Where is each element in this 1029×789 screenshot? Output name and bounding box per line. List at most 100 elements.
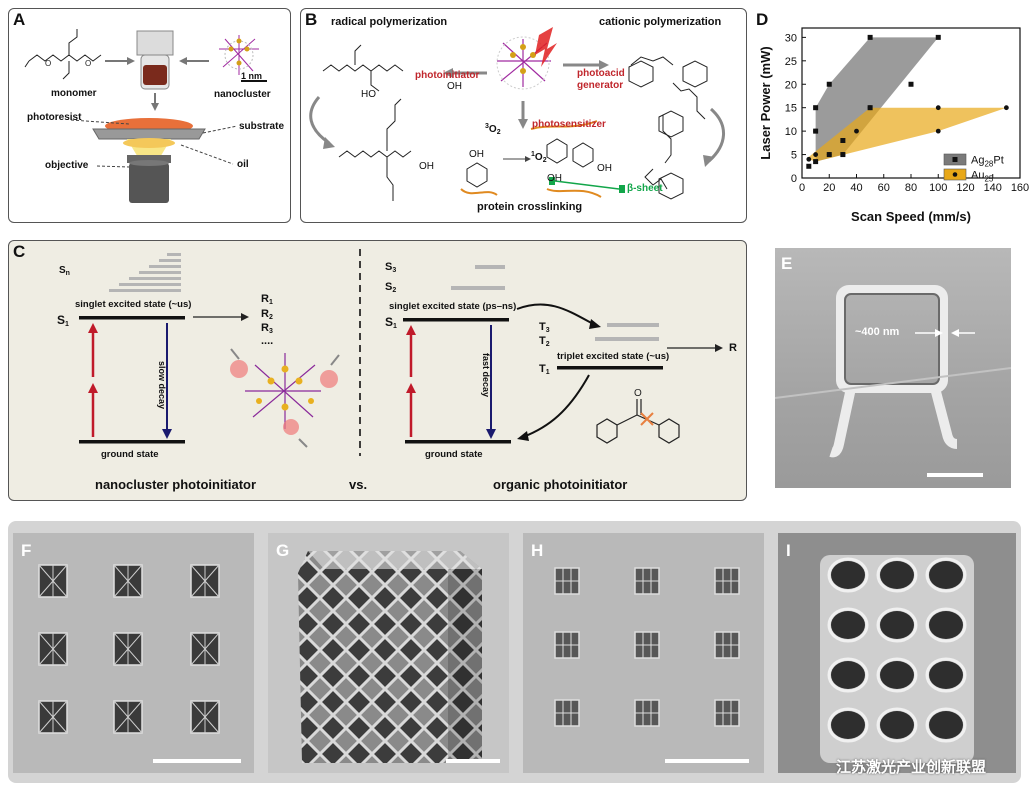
t3-label: T3 [539, 321, 550, 334]
legend-marker [952, 157, 958, 162]
panel-c: C [8, 240, 747, 501]
panel-a: A O O [8, 8, 291, 223]
y-axis-label: Laser Power (mW) [758, 46, 773, 159]
x-tick-label: 0 [799, 182, 805, 194]
lattice-struts [190, 700, 220, 734]
region-au25 [808, 107, 1007, 162]
point-au25 [813, 152, 819, 157]
scale-bar-h [665, 759, 749, 763]
ho-label: HO [361, 89, 376, 100]
panel-b: B [300, 8, 747, 223]
watermark: 江苏激光产业创新联盟 [836, 759, 987, 776]
t2-sub: 2 [545, 341, 550, 348]
lattice-pore [831, 561, 865, 589]
lattice-pore [929, 661, 963, 689]
panel-i-label: I [786, 541, 791, 560]
s1-right-sub: 1 [393, 323, 397, 330]
oh-label-2: OH [597, 163, 612, 174]
svg-text:O: O [45, 59, 51, 68]
scale-bar-e [927, 473, 983, 477]
scale-label: 1 nm [241, 71, 263, 81]
x-axis-label: Scan Speed (mm/s) [851, 209, 971, 224]
x-tick-label: 120 [956, 182, 974, 194]
generator-label: generator [577, 80, 624, 91]
point-ag28pt [813, 159, 819, 165]
cube-struts [715, 632, 739, 658]
cube-struts [715, 568, 739, 594]
cube-struts [635, 568, 659, 594]
x-tick-label: 80 [905, 182, 917, 194]
r2-symbol: R [261, 308, 269, 320]
ground-state-right-label: ground state [425, 449, 483, 460]
r1-sub: 1 [268, 299, 273, 306]
sem-octet-lattice-g [298, 551, 482, 763]
y-tick-label: 10 [785, 126, 797, 138]
o2-singlet-sub: 2 [542, 157, 547, 164]
legend-label: Au25 [971, 170, 994, 184]
oh-label-1: OH [469, 149, 484, 160]
scale-bar-g [446, 759, 500, 763]
s1-right-label: S1 [385, 315, 397, 330]
lattice-struts [113, 700, 143, 734]
r-product-label: R [729, 342, 737, 354]
lattice-struts [38, 632, 68, 666]
protein-crosslinking-label: protein crosslinking [477, 201, 583, 213]
y-tick-label: 25 [785, 56, 797, 68]
lattice-struts [113, 632, 143, 666]
point-ag28pt [826, 81, 832, 87]
point-au25 [806, 156, 812, 162]
cube-struts [555, 700, 579, 726]
x-tick-label: 100 [929, 182, 947, 194]
lattice-struts [190, 632, 220, 666]
vs-label: vs. [349, 477, 368, 492]
svg-text:O: O [634, 388, 642, 399]
panel-c-label: C [13, 242, 26, 261]
lattice-pore [880, 661, 914, 689]
lattice-ring [876, 607, 918, 643]
lattice-ring [827, 557, 869, 593]
triplet-us-label: triplet excited state (~us) [557, 351, 670, 362]
cube-struts [635, 632, 659, 658]
cationic-polymerization-title: cationic polymerization [599, 16, 722, 28]
y-tick-label: 20 [785, 79, 797, 91]
radical-polymerization-title: radical polymerization [331, 16, 448, 28]
s3-symbol: S [385, 261, 393, 273]
ground-state-left-label: ground state [101, 449, 159, 460]
panel-i: I [778, 533, 1016, 773]
panel-g: G [268, 533, 509, 773]
oh-label-5: OH [419, 161, 434, 172]
lattice-pore [831, 661, 865, 689]
y-tick-label: 30 [785, 32, 797, 44]
scale-bar-f [153, 759, 241, 763]
point-au25 [854, 128, 859, 134]
r3-label: R3 [261, 322, 273, 335]
panel-a-label: A [13, 10, 26, 29]
o2-singlet-sup: 1 [531, 151, 535, 158]
s1-right-symbol: S [385, 315, 394, 329]
lattice-pore [880, 561, 914, 589]
point-au25 [826, 152, 832, 157]
lattice-ring [827, 707, 869, 743]
oh-label-3: OH [547, 173, 562, 184]
point-au25 [1003, 105, 1009, 111]
panel-g-label: G [276, 541, 290, 560]
sem-cubic-lattice-i [820, 555, 974, 763]
oh-label-4: OH [447, 81, 462, 92]
panel-d-label: D [756, 10, 769, 29]
photoinitiator-label: photoinitiator [415, 70, 480, 81]
legend-label: Ag28Pt [971, 155, 1004, 169]
width-annotation: ~400 nm [855, 326, 900, 338]
r2-label: R2 [261, 308, 273, 321]
point-ag28pt [935, 34, 941, 40]
r3-symbol: R [261, 322, 269, 334]
panel-c-diagram: O [79, 249, 723, 456]
t2-symbol: T [539, 335, 546, 347]
monomer-label: monomer [51, 88, 97, 99]
lattice-ring [925, 557, 967, 593]
lattice-struts [113, 564, 143, 598]
t1-label: T1 [539, 363, 550, 376]
singlet-psns-label: singlet excited state (ps–ns) [389, 301, 517, 312]
s1-left-symbol: S [57, 313, 66, 327]
